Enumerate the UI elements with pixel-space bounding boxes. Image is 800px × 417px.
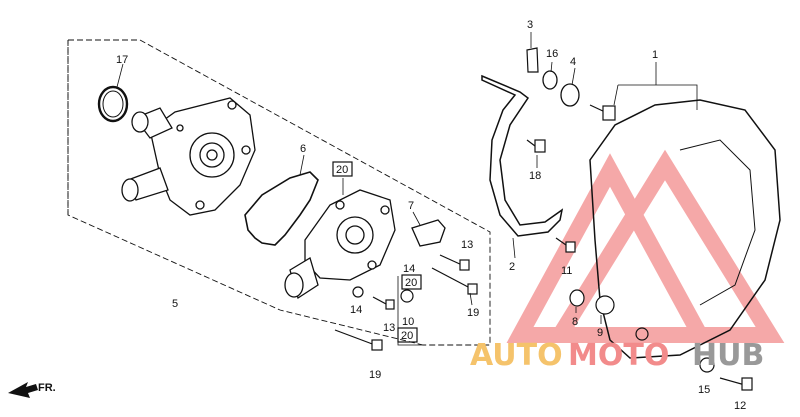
part-17-o-ring	[97, 85, 129, 123]
bolts	[334, 254, 478, 351]
label-part-2: 2	[509, 261, 515, 273]
label-part-7: 7	[408, 200, 414, 212]
label-direction-fr: FR.	[38, 382, 56, 394]
label-part-15: 15	[698, 384, 710, 396]
label-part-19a: 19	[467, 307, 479, 319]
label-part-3: 3	[527, 19, 533, 31]
part-20-box-a	[332, 161, 353, 177]
label-part-20a: 20	[336, 164, 348, 176]
watermark-logo	[506, 149, 785, 343]
label-part-1: 1	[652, 49, 658, 61]
label-part-6: 6	[300, 143, 306, 155]
part-3-clip	[526, 47, 539, 73]
part-16-washer	[542, 70, 558, 90]
part-4-grommet	[560, 83, 580, 107]
water-pump-body	[121, 97, 256, 216]
label-part-17: 17	[116, 54, 128, 66]
label-part-14b: 14	[350, 304, 362, 316]
part-7-clamp	[411, 219, 446, 247]
label-part-11: 11	[561, 265, 572, 277]
label-part-13b: 13	[383, 322, 395, 334]
part-6-gasket	[244, 171, 319, 246]
label-part-18: 18	[529, 170, 541, 182]
watermark-triangle-right	[545, 149, 785, 343]
watermark-moto: MOTO	[568, 338, 669, 373]
part-18-bolt	[534, 139, 546, 153]
part-labels: 1 2 3 4 5 6 7 8 9 10 11 12 13 13 14 14 1…	[38, 19, 746, 412]
part-8-collar	[569, 289, 585, 307]
label-part-8: 8	[572, 316, 578, 328]
label-part-13a: 13	[461, 239, 473, 251]
label-part-14a: 14	[403, 263, 415, 275]
label-part-10: 10	[402, 316, 414, 328]
part-2-bracket	[481, 74, 564, 237]
part-9-grommet	[595, 295, 615, 315]
label-part-20c: 20	[401, 330, 413, 342]
part-1-stud	[589, 104, 616, 121]
part-12-bolt	[741, 377, 753, 391]
label-part-16: 16	[546, 48, 558, 60]
label-part-12: 12	[734, 400, 746, 412]
pump-cover	[284, 189, 396, 300]
watermark-auto: AUTO	[470, 338, 563, 373]
label-part-9: 9	[597, 327, 603, 339]
label-part-5: 5	[172, 298, 178, 310]
assembly-outline-5	[67, 39, 491, 346]
part-11-bolt	[565, 241, 576, 253]
part-15-washer	[699, 357, 715, 373]
watermark-hub: HUB	[692, 338, 764, 373]
label-part-20b: 20	[405, 277, 417, 289]
label-part-4: 4	[570, 56, 576, 68]
label-part-19b: 19	[369, 369, 381, 381]
front-direction-arrow	[8, 382, 38, 398]
watermark-text: AUTO MOTO HUB	[470, 338, 764, 373]
part-20-box-b	[401, 274, 422, 290]
